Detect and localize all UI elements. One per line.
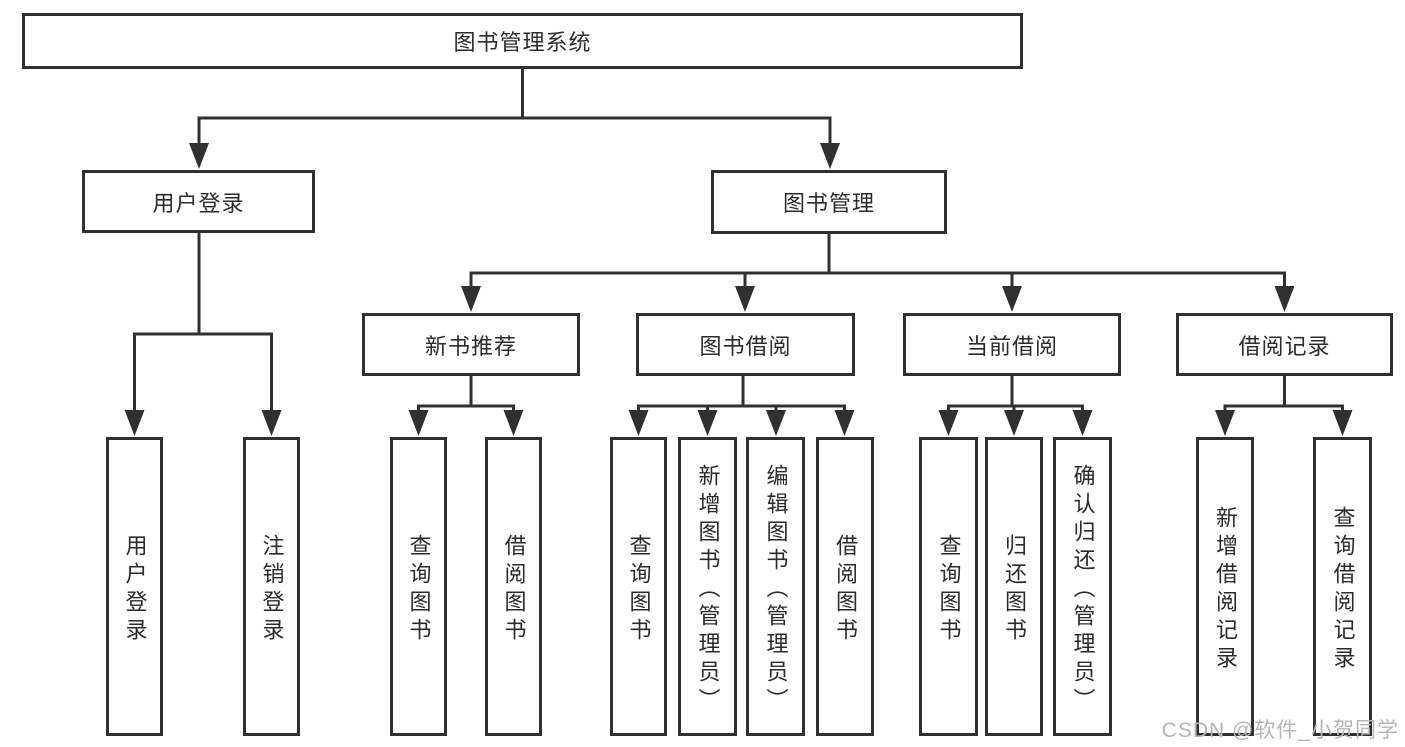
node-book-management: 图书管理 [711,170,947,234]
node-book-borrow: 图书借阅 [636,313,855,376]
node-new-book-recommend: 新书推荐 [362,313,580,376]
leaf-return-book: 归还图书 [985,437,1043,736]
leaf-query-books-borrow: 查询图书 [610,437,667,736]
leaf-query-books-current: 查询图书 [919,437,978,736]
node-borrow-records: 借阅记录 [1176,313,1393,376]
leaf-add-borrow-record: 新增借阅记录 [1196,437,1254,736]
node-current-borrow: 当前借阅 [903,313,1121,376]
leaf-add-book-admin: 新增图书（管理员） [678,437,737,736]
node-library-management-system: 图书管理系统 [22,13,1023,69]
leaf-query-books-recommend: 查询图书 [390,437,447,736]
leaf-borrow-books-recommend: 借阅图书 [485,437,542,736]
leaf-user-login: 用户登录 [106,437,163,736]
leaf-borrow-books: 借阅图书 [816,437,874,736]
leaf-edit-book-admin: 编辑图书（管理员） [746,437,805,736]
leaf-query-borrow-record: 查询借阅记录 [1313,437,1372,736]
csdn-watermark: CSDN @软件_小贺同学 [1161,719,1399,742]
node-user-login: 用户登录 [82,170,315,233]
arrowheads [124,143,1353,436]
leaf-confirm-return-admin: 确认归还（管理员） [1053,437,1112,736]
leaf-logout: 注销登录 [243,437,300,736]
